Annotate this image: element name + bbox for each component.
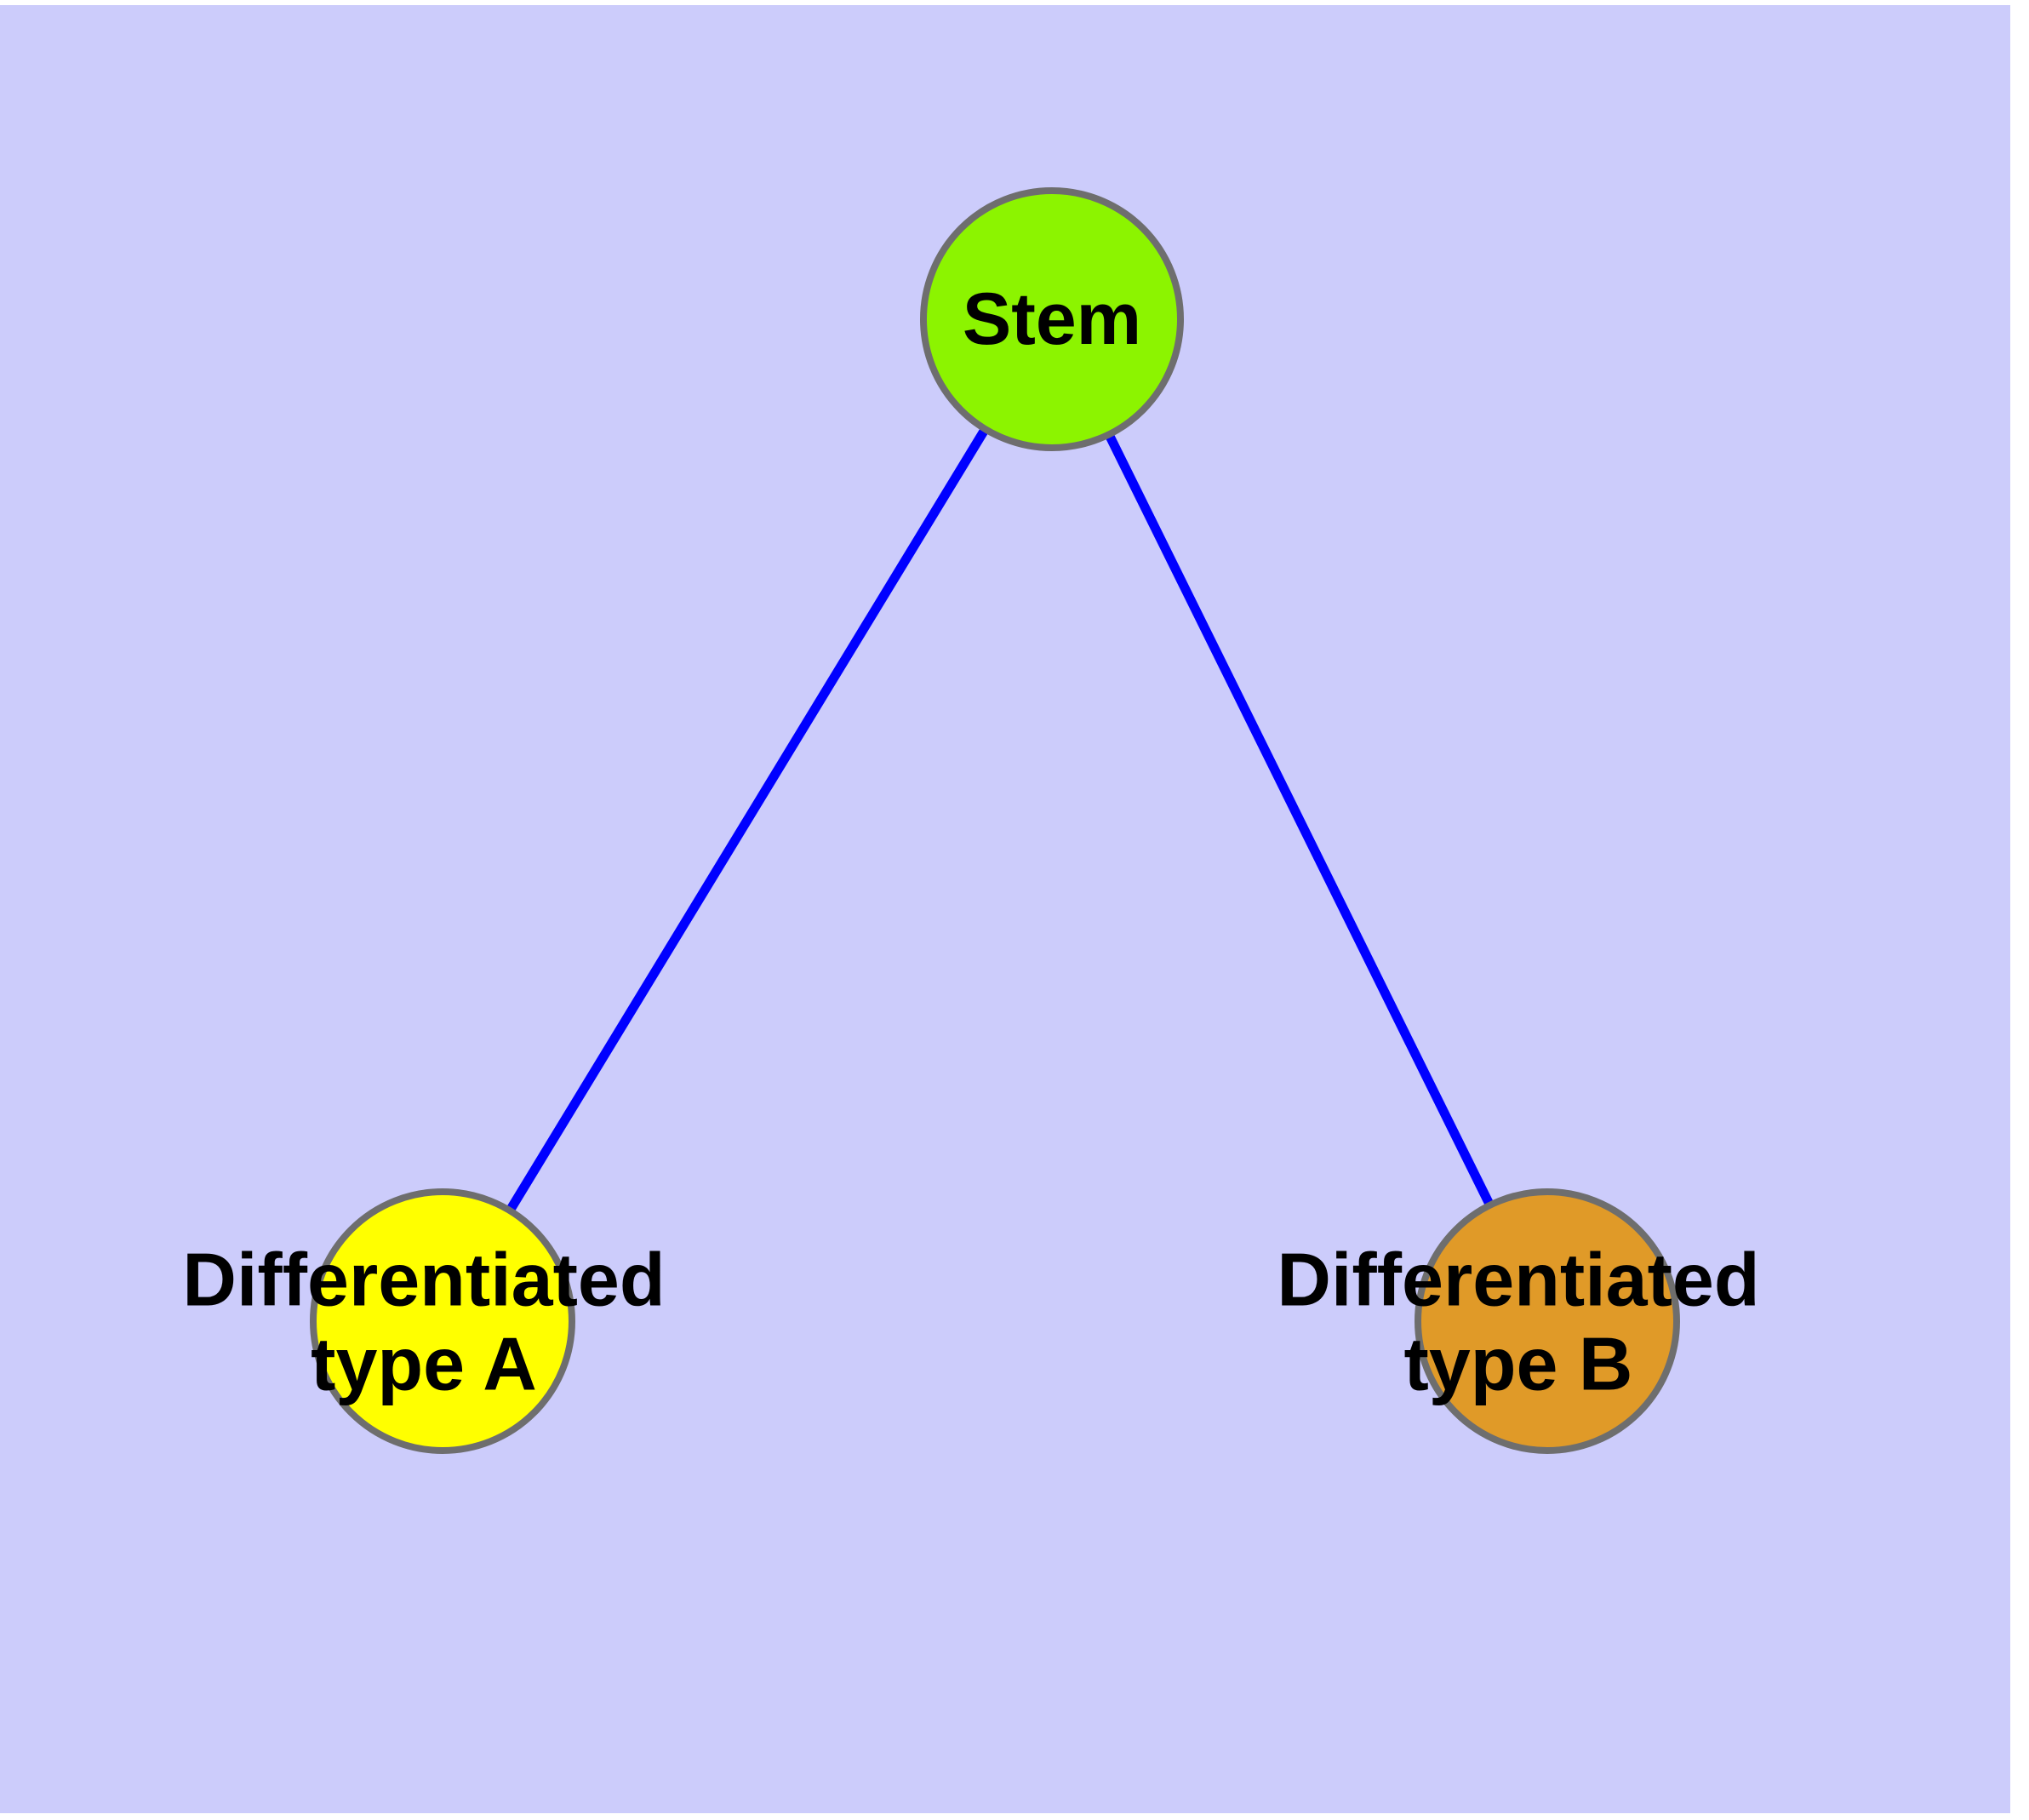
node-label-line: type A [311, 1321, 537, 1405]
edge-stem-to-diff_a [506, 426, 990, 1213]
node-label-line: Differentiated [182, 1237, 665, 1321]
edge-stem-to-diff_b [1105, 432, 1495, 1208]
node-circle-diff_a[interactable] [310, 1188, 575, 1454]
node-label-line: Stem [963, 278, 1141, 360]
node-circle-diff_b[interactable] [1415, 1188, 1680, 1454]
node-circle-stem[interactable] [920, 187, 1184, 451]
node-stem[interactable]: Stem [920, 187, 1184, 451]
edges-group [506, 426, 1495, 1213]
node-label-stem: Stem [963, 278, 1141, 360]
node-label-line: Differentiated [1277, 1237, 1759, 1321]
node-label-line: type B [1404, 1321, 1633, 1405]
